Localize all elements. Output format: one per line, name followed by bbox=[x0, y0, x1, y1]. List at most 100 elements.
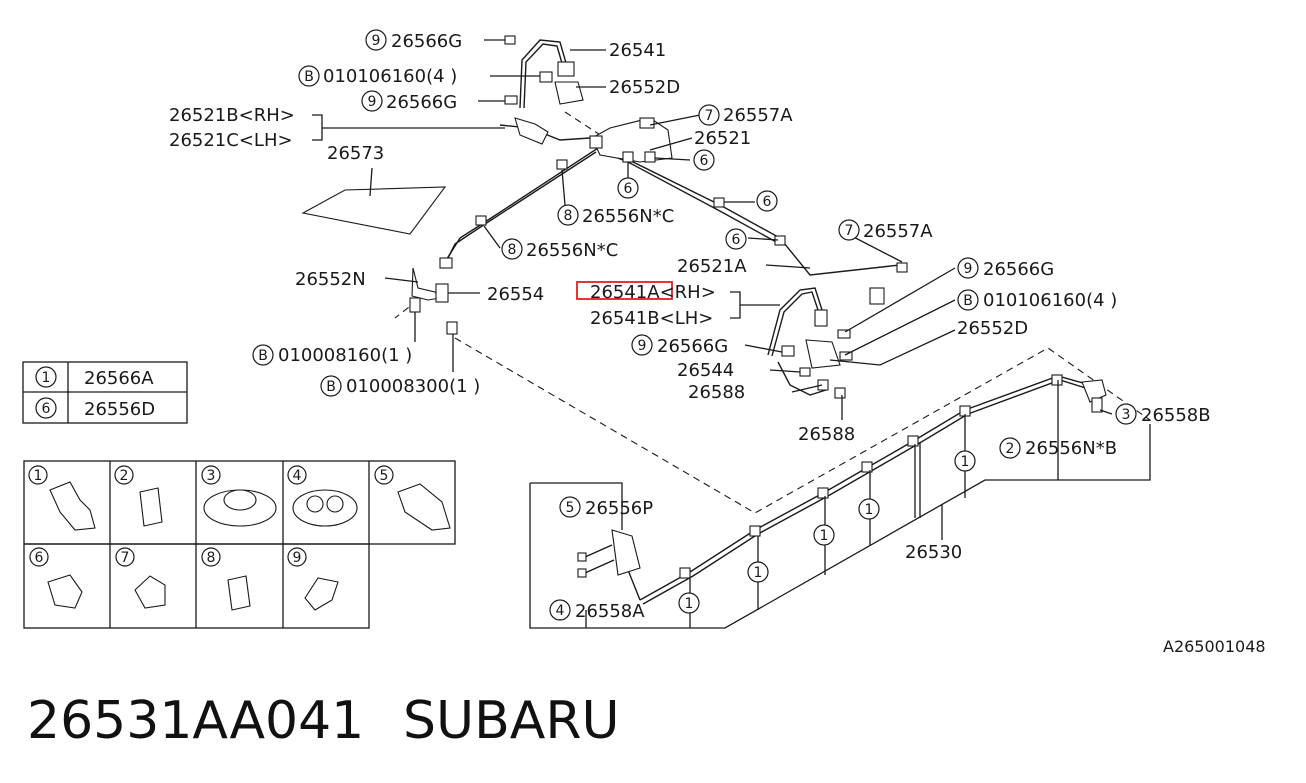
valve-26554 bbox=[409, 257, 458, 335]
svg-text:8: 8 bbox=[207, 550, 216, 566]
svg-text:9: 9 bbox=[964, 261, 973, 277]
callout-8-26556NC-b: 8 26556N*C bbox=[501, 238, 618, 261]
svg-text:5: 5 bbox=[380, 468, 389, 484]
svg-text:26552N: 26552N bbox=[295, 269, 366, 290]
svg-text:010106160(4 ): 010106160(4 ) bbox=[323, 66, 457, 87]
callout-26552D-top: 26552D bbox=[609, 77, 680, 98]
svg-text:B: B bbox=[304, 69, 314, 85]
svg-text:26556N*B: 26556N*B bbox=[1025, 438, 1117, 459]
svg-text:26557A: 26557A bbox=[723, 105, 793, 126]
grid-cell-3: 3 bbox=[201, 465, 277, 527]
callout-26541B-LH: 26541B<LH> bbox=[590, 308, 713, 329]
svg-text:9: 9 bbox=[293, 550, 302, 566]
parts-grid: 1 2 3 4 5 6 bbox=[23, 460, 456, 629]
svg-text:26566G: 26566G bbox=[983, 259, 1054, 280]
svg-text:26588: 26588 bbox=[798, 424, 855, 445]
callout-26552D-mid: 26552D bbox=[957, 318, 1028, 339]
svg-text:B: B bbox=[258, 348, 268, 364]
svg-text:26566G: 26566G bbox=[386, 92, 457, 113]
legend-table: 1 26566A 6 26556D bbox=[22, 361, 188, 424]
svg-text:6: 6 bbox=[624, 181, 633, 197]
svg-text:1: 1 bbox=[820, 528, 829, 544]
svg-text:26558B: 26558B bbox=[1141, 405, 1211, 426]
svg-text:2: 2 bbox=[1006, 441, 1015, 457]
svg-text:B: B bbox=[326, 379, 336, 395]
brand-name: SUBARU bbox=[403, 691, 620, 751]
svg-text:010106160(4 ): 010106160(4 ) bbox=[983, 290, 1117, 311]
callout-26521B-RH: 26521B<RH> bbox=[169, 105, 295, 126]
grid-cell-1: 1 bbox=[28, 465, 96, 531]
svg-text:6: 6 bbox=[763, 194, 772, 210]
grid-cell-7: 7 bbox=[115, 547, 166, 609]
front-hose-26541 bbox=[504, 35, 584, 105]
callout-3-26558B: 3 26558B bbox=[1115, 403, 1211, 426]
svg-text:2: 2 bbox=[120, 468, 129, 484]
svg-text:9: 9 bbox=[368, 94, 377, 110]
callout-7-26557A-top: 7 26557A bbox=[698, 104, 793, 126]
grid-cell-5: 5 bbox=[374, 465, 451, 531]
svg-text:26573: 26573 bbox=[327, 143, 384, 164]
callout-26541A-RH-highlighted[interactable]: 26541A<RH> bbox=[576, 281, 716, 303]
svg-text:26521A: 26521A bbox=[677, 256, 747, 277]
callout-9-26566G-mid: 9 26566G bbox=[957, 257, 1054, 280]
svg-text:26521: 26521 bbox=[694, 128, 751, 149]
svg-text:26541: 26541 bbox=[609, 40, 666, 61]
svg-text:4: 4 bbox=[293, 468, 302, 484]
svg-text:26557A: 26557A bbox=[863, 221, 933, 242]
svg-text:1: 1 bbox=[42, 370, 51, 386]
grid-cell-8: 8 bbox=[201, 547, 251, 611]
callout-9-26566G-lower: 9 26566G bbox=[631, 334, 728, 357]
clip-callouts-1: 1 1 1 1 1 bbox=[678, 450, 976, 614]
callout-26541: 26541 bbox=[609, 40, 666, 61]
grid-cell-4: 4 bbox=[287, 465, 358, 527]
svg-text:26541B<LH>: 26541B<LH> bbox=[590, 308, 713, 329]
svg-text:26544: 26544 bbox=[677, 360, 734, 381]
grid-cell-2: 2 bbox=[114, 465, 163, 527]
svg-text:1: 1 bbox=[961, 454, 970, 470]
callout-B-010008300: B 010008300(1 ) bbox=[320, 375, 480, 397]
callout-26588-a: 26588 bbox=[688, 382, 745, 403]
svg-text:010008300(1 ): 010008300(1 ) bbox=[346, 376, 480, 397]
callout-B-010106160-mid: B 010106160(4 ) bbox=[957, 289, 1117, 311]
callout-9-26566G-top: 9 26566G bbox=[365, 29, 462, 52]
callout-26554: 26554 bbox=[487, 284, 544, 305]
callout-6-c: 6 bbox=[756, 190, 778, 212]
svg-text:26566G: 26566G bbox=[391, 31, 462, 52]
svg-text:26556P: 26556P bbox=[585, 498, 653, 519]
svg-text:9: 9 bbox=[372, 33, 381, 49]
grid-cell-6: 6 bbox=[29, 547, 83, 609]
rear-frame bbox=[529, 424, 1151, 629]
callout-26588-b: 26588 bbox=[798, 424, 855, 445]
svg-text:1: 1 bbox=[34, 468, 43, 484]
callout-6-b: 6 bbox=[617, 177, 639, 199]
svg-text:5: 5 bbox=[566, 500, 575, 516]
callout-7-26557A-mid: 7 26557A bbox=[838, 219, 933, 242]
svg-text:B: B bbox=[963, 293, 973, 309]
rear-hose-26541A bbox=[767, 287, 885, 399]
svg-text:26558A: 26558A bbox=[575, 601, 645, 622]
svg-text:4: 4 bbox=[556, 603, 565, 619]
svg-text:26552D: 26552D bbox=[609, 77, 680, 98]
insulator-26573 bbox=[301, 186, 447, 235]
svg-text:8: 8 bbox=[564, 208, 573, 224]
svg-text:3: 3 bbox=[207, 468, 216, 484]
svg-text:26566G: 26566G bbox=[657, 336, 728, 357]
svg-text:26521B<RH>: 26521B<RH> bbox=[169, 105, 295, 126]
callout-9-26566G-second: 9 26566G bbox=[361, 90, 457, 113]
callout-5-26556P: 5 26556P bbox=[559, 496, 653, 519]
svg-text:26530: 26530 bbox=[905, 542, 962, 563]
svg-text:1: 1 bbox=[754, 565, 763, 581]
callout-B-010106160-top: B 010106160(4 ) bbox=[298, 65, 457, 87]
svg-text:1: 1 bbox=[865, 502, 874, 518]
svg-text:7: 7 bbox=[121, 550, 130, 566]
svg-text:6: 6 bbox=[42, 401, 51, 417]
svg-text:26541A<RH>: 26541A<RH> bbox=[590, 282, 716, 303]
callout-2-26556NB: 2 26556N*B bbox=[999, 437, 1117, 459]
callout-26530: 26530 bbox=[905, 542, 962, 563]
svg-text:1: 1 bbox=[685, 596, 694, 612]
svg-text:26556N*C: 26556N*C bbox=[582, 206, 674, 227]
callout-26544: 26544 bbox=[677, 360, 734, 381]
svg-text:26588: 26588 bbox=[688, 382, 745, 403]
svg-text:9: 9 bbox=[638, 338, 647, 354]
